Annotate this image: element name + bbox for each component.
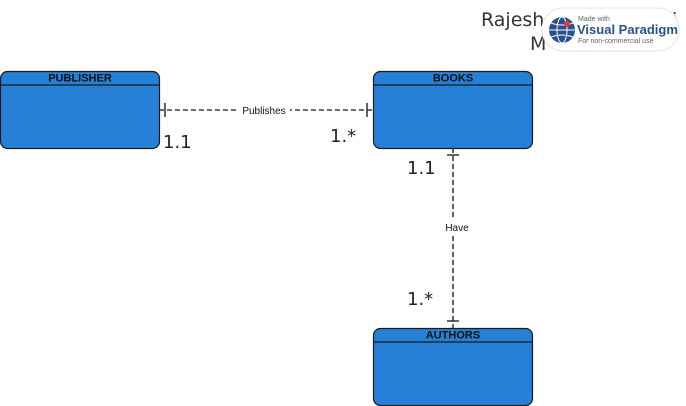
publishes-left-multiplicity: 1.1	[163, 132, 192, 153]
publishes-right-multiplicity: 1.*	[330, 126, 356, 147]
have-top-multiplicity: 1.1	[407, 158, 436, 179]
watermark-badge	[541, 7, 680, 52]
author-name-line2: M	[530, 33, 546, 55]
entity-publisher-box	[0, 70, 161, 150]
have-bottom-multiplicity: 1.*	[407, 289, 433, 310]
relationship-have[interactable]: Have 1.1 1.*	[407, 148, 471, 328]
have-label: Have	[445, 223, 469, 234]
have-label-bg	[442, 219, 471, 234]
entity-books-box	[372, 70, 534, 150]
entity-authors-title: AUTHORS	[426, 330, 480, 342]
visual-paradigm-watermark: Made with Visual Paradigm For non-commer…	[541, 7, 680, 52]
author-name-line1: Rajesh	[481, 9, 544, 31]
entity-books[interactable]: BOOKS	[372, 70, 534, 150]
watermark-made-with: Made with	[578, 16, 610, 23]
globe-logo-icon	[549, 16, 575, 44]
publishes-label-bg	[238, 102, 290, 117]
entity-publisher-title: PUBLISHER	[48, 73, 112, 85]
entity-authors[interactable]: AUTHORS	[372, 327, 534, 406]
entity-books-title: BOOKS	[433, 73, 473, 85]
relationship-publishes[interactable]: Publishes 1.1 1.*	[159, 102, 373, 153]
publishes-label: Publishes	[242, 106, 285, 117]
entity-publisher[interactable]: PUBLISHER	[0, 70, 161, 150]
watermark-brand: Visual Paradigm	[577, 22, 678, 37]
watermark-note: For non-commercial use	[578, 38, 654, 45]
